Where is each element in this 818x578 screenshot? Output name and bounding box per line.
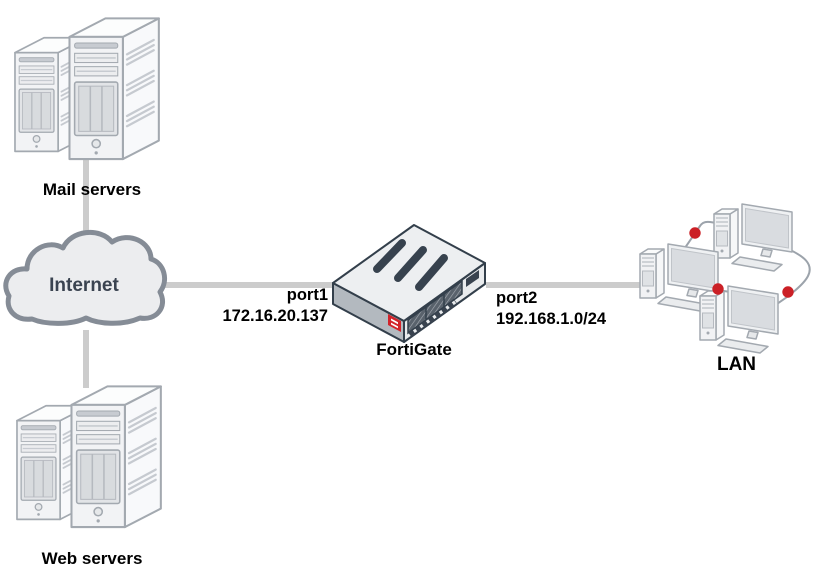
link-mail-internet <box>83 160 89 236</box>
lan-node-dot <box>689 227 701 239</box>
link-internet-fortigate <box>146 282 338 288</box>
lan-label: LAN <box>716 354 757 375</box>
port2-address: 192.168.1.0/24 <box>496 310 607 328</box>
port1-info: port1 172.16.20.137 <box>170 285 328 327</box>
port2-label: port2 <box>496 289 538 307</box>
fortigate-device-icon <box>332 224 486 343</box>
fortigate-vents <box>373 239 448 291</box>
mail-servers-icon <box>14 17 160 161</box>
link-fortigate-lan <box>486 282 662 288</box>
fortinet-logo-icon <box>388 314 401 332</box>
internet-label: Internet <box>49 275 119 296</box>
port2-info: port2 192.168.1.0/24 <box>496 288 666 330</box>
link-internet-web <box>83 330 89 388</box>
web-servers-label: Web servers <box>41 549 143 568</box>
lan-network-icon <box>639 203 811 354</box>
mail-servers-label: Mail servers <box>42 180 142 199</box>
web-servers-icon <box>16 385 162 529</box>
lan-node-dot <box>782 286 794 298</box>
port1-address: 172.16.20.137 <box>222 307 328 325</box>
internet-cloud-icon <box>3 229 168 326</box>
port1-label: port1 <box>286 286 328 304</box>
fortigate-label: FortiGate <box>376 340 452 359</box>
lan-node-dot <box>712 283 724 295</box>
